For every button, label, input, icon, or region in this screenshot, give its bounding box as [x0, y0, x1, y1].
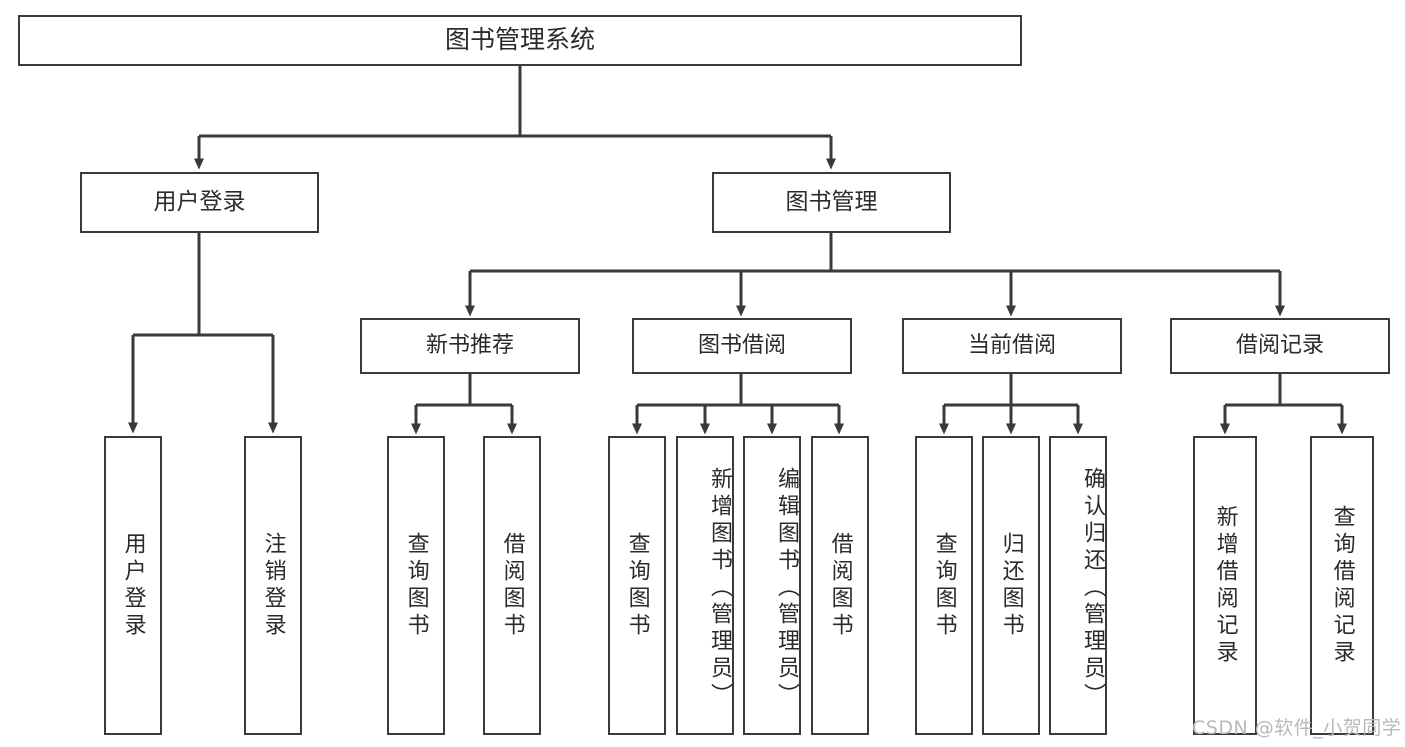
node-borrow-record[interactable]: 借阅记录	[1170, 318, 1390, 374]
node-label: 用户登录	[120, 531, 146, 640]
leaf-new-book-search[interactable]: 查询图书	[387, 436, 445, 735]
leaf-book-borrow-edit[interactable]: 编辑图书（管理员）	[743, 436, 801, 735]
node-label: 归还图书	[998, 531, 1024, 640]
leaf-user-login-logout[interactable]: 注销登录	[244, 436, 302, 735]
node-book-management[interactable]: 图书管理	[712, 172, 951, 233]
node-label: 新增借阅记录	[1212, 504, 1238, 667]
node-label: 编辑图书（管理员）	[774, 467, 799, 710]
leaf-user-login-login[interactable]: 用户登录	[104, 436, 162, 735]
node-label: 查询图书	[624, 531, 650, 640]
node-label: 新书推荐	[425, 333, 514, 359]
node-label: 新增图书（管理员）	[707, 467, 732, 710]
node-label: 借阅记录	[1235, 333, 1324, 359]
node-label: 确认归还（管理员）	[1080, 467, 1105, 710]
leaf-current-borrow-search[interactable]: 查询图书	[915, 436, 973, 735]
node-label: 查询借阅记录	[1329, 504, 1355, 667]
leaf-borrow-record-add[interactable]: 新增借阅记录	[1193, 436, 1257, 735]
leaf-book-borrow-search[interactable]: 查询图书	[608, 436, 666, 735]
node-label: 当前借阅	[967, 333, 1056, 359]
leaf-book-borrow-add[interactable]: 新增图书（管理员）	[676, 436, 734, 735]
leaf-current-borrow-return[interactable]: 归还图书	[982, 436, 1040, 735]
node-label: 注销登录	[260, 531, 286, 640]
node-label: 借阅图书	[499, 531, 525, 640]
node-label: 用户登录	[153, 189, 246, 216]
node-label: 查询图书	[931, 531, 957, 640]
node-user-login[interactable]: 用户登录	[80, 172, 319, 233]
node-book-borrow[interactable]: 图书借阅	[632, 318, 852, 374]
node-label: 借阅图书	[827, 531, 853, 640]
node-label: 图书借阅	[697, 333, 786, 359]
leaf-current-borrow-confirm-return[interactable]: 确认归还（管理员）	[1049, 436, 1107, 735]
leaf-book-borrow-borrow[interactable]: 借阅图书	[811, 436, 869, 735]
node-book-management-system[interactable]: 图书管理系统	[18, 15, 1022, 66]
csdn-watermark: CSDN @软件_小贺同学	[1192, 713, 1401, 740]
node-label: 图书管理	[785, 189, 878, 216]
node-label: 查询图书	[403, 531, 429, 640]
node-current-borrow[interactable]: 当前借阅	[902, 318, 1122, 374]
leaf-borrow-record-search[interactable]: 查询借阅记录	[1310, 436, 1374, 735]
watermark-text: CSDN @软件_小贺同学	[1192, 717, 1402, 739]
node-new-book-recommend[interactable]: 新书推荐	[360, 318, 580, 374]
leaf-new-book-borrow[interactable]: 借阅图书	[483, 436, 541, 735]
node-label: 图书管理系统	[444, 25, 595, 55]
